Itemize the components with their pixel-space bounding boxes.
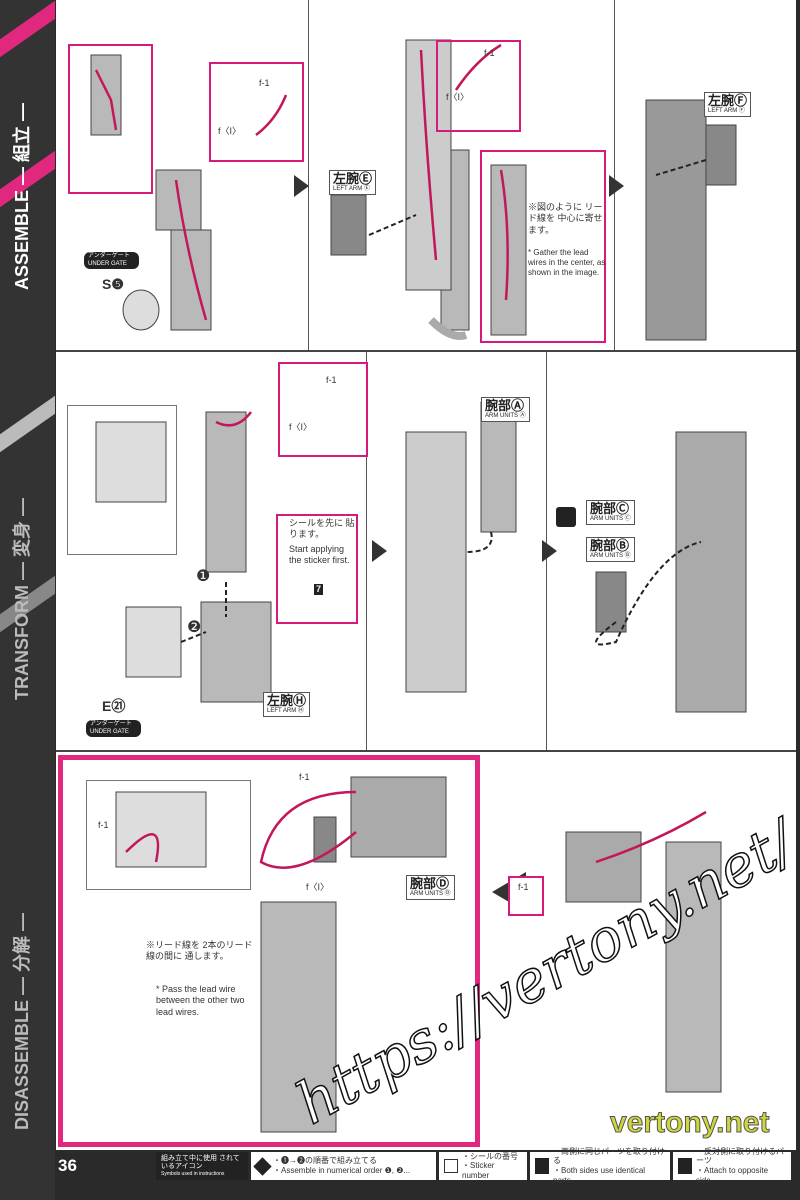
opposite-side-icon [678, 1158, 692, 1174]
step3-illustration [115, 776, 722, 1133]
wire-label-f1: f-1 [518, 882, 529, 892]
wire-label-fI: f〈I〉 [218, 126, 242, 136]
step2-illustration [95, 401, 747, 713]
label-en: ARM UNITS Ⓑ [590, 553, 631, 560]
legend-jp: ・シールの番号 [462, 1151, 518, 1161]
step-arrow-icon [372, 540, 387, 562]
note-en: * Gather the lead wires in the center, a… [528, 248, 606, 277]
step2-panel-a [56, 352, 367, 750]
sticker-note-jp: シールを先に 貼ります。 [289, 518, 355, 540]
wire-label-f1: f-1 [98, 820, 109, 830]
label-en: ARM UNITS Ⓐ [485, 413, 526, 420]
wire-label-fI: f〈I〉 [306, 882, 330, 892]
opposite-side-icon [556, 507, 576, 527]
label-en: LEFT ARM Ⓔ [333, 186, 370, 193]
label-jp: 左腕Ⓔ [333, 171, 373, 186]
instruction-page: f-1 f〈I〉 アンダーゲート UNDER GATE S❺ f-1 f〈I〉 … [56, 0, 796, 1150]
legend-item-order: ・❶→❷の順番で組み立てる・Assemble in numerical orde… [251, 1152, 436, 1180]
legend-title-jp: 組み立て中に使用 されているアイコン [161, 1154, 240, 1170]
wire-label-fI: f〈I〉 [446, 92, 470, 102]
step1-illustration [90, 39, 737, 341]
wire-inset [278, 362, 368, 457]
wire-label-f1: f-1 [326, 375, 337, 385]
step-arrow-icon [609, 175, 624, 197]
legend-en: ・Assemble in numerical order ❶, ❷... [273, 1166, 411, 1175]
detail-inset [67, 405, 177, 555]
note-en: * Pass the lead wire between the other t… [156, 984, 245, 1017]
sticker-number: 7 [314, 584, 324, 596]
legend-en: ・Both sides use identical parts. [553, 1166, 646, 1185]
wire-inset [436, 40, 521, 132]
legend-en: ・Sticker number [462, 1161, 495, 1180]
sidebar-transform[interactable]: TRANSFORM — 変身 — [12, 498, 32, 700]
legend-item-sticker: ・シールの番号・Sticker number [439, 1152, 527, 1180]
divider [56, 350, 796, 352]
section-stripe [0, 395, 55, 453]
divider [56, 750, 796, 752]
note-jp: ※図のように リード線を 中心に寄せます。 [528, 202, 603, 235]
legend-jp: ・反対側に取り付けるパーツ [696, 1146, 784, 1166]
step-arrow-icon [294, 175, 309, 197]
under-gate-badge: アンダーゲート UNDER GATE [86, 720, 141, 737]
label-en: ARM UNITS Ⓒ [590, 516, 631, 523]
under-gate-badge: アンダーゲート UNDER GATE [84, 252, 139, 269]
label-jp: 腕部Ⓓ [410, 876, 450, 891]
legend-jp: ・❶→❷の順番で組み立てる [273, 1156, 377, 1166]
order-2: ❷ [187, 619, 202, 636]
detail-inset [68, 44, 153, 194]
note-inset [480, 150, 606, 343]
sidebar-assemble[interactable]: ASSEMBLE — 組立 — [12, 102, 32, 290]
sticker-icon [444, 1159, 458, 1173]
section-stripe [0, 0, 55, 58]
label-en: ARM UNITS Ⓓ [410, 891, 451, 898]
sticker-note-box [276, 514, 358, 624]
legend-jp: ・両側に同じパーツを取り付ける [553, 1146, 665, 1166]
label-jp: 左腕Ⓕ [708, 93, 748, 108]
part-e21: E㉑ [102, 698, 126, 714]
label-jp: 左腕Ⓗ [267, 693, 307, 708]
label-jp: 腕部Ⓑ [590, 538, 630, 553]
legend-item-opposite: ・反対側に取り付けるパーツ・Attach to opposite side. [673, 1147, 791, 1185]
label-en: LEFT ARM Ⓕ [708, 108, 745, 115]
disassemble-panel [58, 755, 480, 1147]
part-s5: S❺ [102, 276, 124, 292]
both-sides-icon [535, 1158, 549, 1174]
watermark-site: vertony.net [609, 1106, 770, 1140]
wire-inset [209, 62, 304, 162]
sticker-note-en: Start applying the sticker first. [289, 544, 350, 566]
wire-label-f1: f-1 [299, 772, 310, 782]
step-arrow-icon [542, 540, 557, 562]
legend-en: ・Attach to opposite side. [696, 1166, 769, 1185]
wire-label-f1: f-1 [484, 48, 495, 58]
detail-inset [86, 780, 251, 890]
section-sidebar: ASSEMBLE — 組立 — TRANSFORM — 変身 — DISASSE… [0, 0, 55, 1200]
order-diamond-icon [253, 1156, 272, 1176]
page-number: 36 [58, 1156, 77, 1175]
legend-title-en: Symbols used in instructions [161, 1171, 225, 1178]
label-jp: 腕部Ⓐ [485, 398, 525, 413]
note-jp: ※リード線を 2本のリード線の間に 通します。 [146, 940, 253, 962]
order-1: ❶ [196, 568, 211, 585]
label-jp: 腕部Ⓒ [590, 501, 630, 516]
wire-label-f1: f-1 [259, 78, 270, 88]
label-en: LEFT ARM Ⓗ [267, 708, 304, 715]
sidebar-disassemble[interactable]: DISASSEMBLE — 分解 — [12, 912, 32, 1130]
legend-item-both-sides: ・両側に同じパーツを取り付ける・Both sides use identical… [530, 1147, 670, 1185]
wire-label-fI: f〈I〉 [289, 422, 313, 432]
wire-inset: f-1 [508, 876, 544, 916]
